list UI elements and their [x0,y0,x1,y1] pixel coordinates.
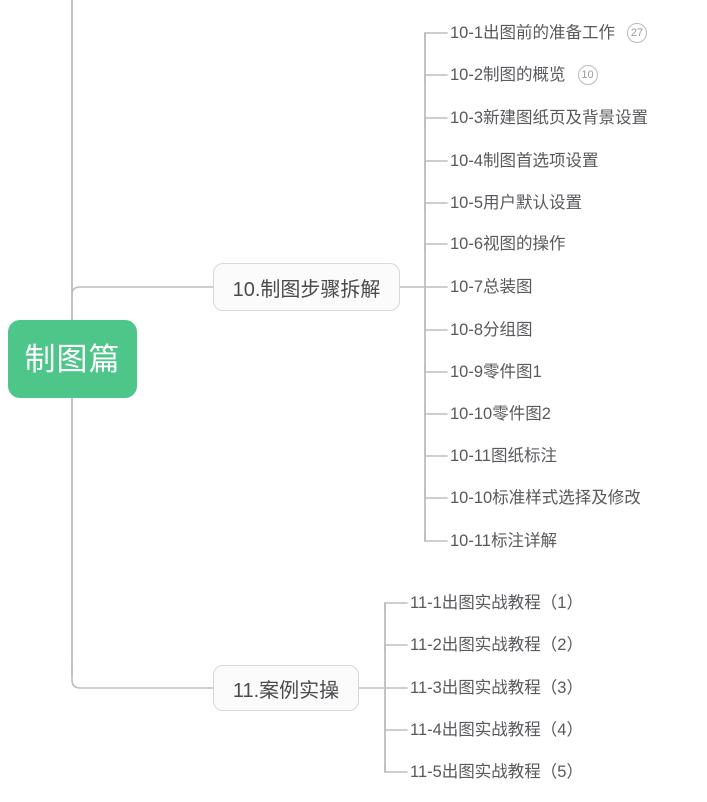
leaf-connector-1-4 [424,160,448,170]
leaf-node[interactable]: 10-1出图前的准备工作 27 [450,21,648,45]
leaf-connector-1-5 [424,202,448,212]
leaf-node[interactable]: 11-3出图实战教程（3） [410,676,583,700]
leaf-node[interactable]: 10-8分组图 [450,318,533,342]
leaf-label: 10-11标注详解 [450,531,557,550]
leaf-connector-1-8 [424,321,448,331]
leaf-node[interactable]: 11-1出图实战教程（1） [410,591,583,615]
leaf-label: 11-3出图实战教程（3） [410,678,583,697]
leaf-node[interactable]: 10-3新建图纸页及背景设置 [450,106,648,130]
topic-node-10-label: 10.制图步骤拆解 [232,278,381,301]
leaf-count-badge: 10 [577,65,598,85]
leaf-connector-1-6 [424,243,448,253]
leaf-label: 10-8分组图 [450,320,533,339]
leaf-count-badge: 27 [627,23,648,43]
leaf-label: 10-10标准样式选择及修改 [450,488,641,507]
leaf-connector-1-13 [424,532,448,542]
leaf-label: 11-4出图实战教程（4） [410,720,583,739]
connector-root-to-topic-1 [71,286,214,301]
leaf-label: 11-1出图实战教程（1） [410,593,583,612]
leaf-label: 10-3新建图纸页及背景设置 [450,108,649,127]
leaf-connector-1-3 [424,117,448,127]
root-node-label: 制图篇 [24,341,121,377]
leaf-node[interactable]: 10-4制图首选项设置 [450,149,599,173]
leaf-label: 10-5用户默认设置 [450,193,583,212]
leaf-label: 10-10零件图2 [450,404,551,423]
leaf-node[interactable]: 10-9零件图1 [450,360,542,384]
leaf-node[interactable]: 11-4出图实战教程（4） [410,718,583,742]
leaf-connector-1-1 [424,32,448,42]
leaf-node[interactable]: 11-2出图实战教程（2） [410,633,583,657]
leaf-connector-2-1 [384,602,408,612]
leaf-connector-1-11 [424,447,448,457]
leaf-label: 11-5出图实战教程（5） [410,762,583,781]
leaf-connector-1-12 [424,489,448,499]
leaf-node[interactable]: 10-5用户默认设置 [450,191,582,215]
leaf-label: 10-11图纸标注 [450,446,557,465]
leaf-node[interactable]: 10-2制图的概览 10 [450,63,598,87]
leaf-node[interactable]: 10-10零件图2 [450,402,551,426]
leaf-node[interactable]: 10-11标注详解 [450,529,557,553]
leaf-label: 10-9零件图1 [450,362,542,381]
leaf-node[interactable]: 10-6视图的操作 [450,232,566,256]
leaf-connector-1-2 [424,74,448,84]
leaf-label: 10-6视图的操作 [450,234,566,253]
leaf-node[interactable]: 11-5出图实战教程（5） [410,760,583,784]
leaf-connector-1-10 [424,405,448,415]
leaf-label: 10-1出图前的准备工作 [450,23,616,42]
leaf-connector-1-9 [424,363,448,373]
leaf-node[interactable]: 10-11图纸标注 [450,444,557,468]
topic-node-11[interactable]: 11.案例实操 [213,665,359,711]
topic-node-11-label: 11.案例实操 [232,679,340,702]
leaf-label: 10-7总装图 [450,277,533,296]
leaf-connector-2-2 [384,644,408,654]
leaf-label: 10-2制图的概览 [450,65,566,84]
leaf-label: 10-4制图首选项设置 [450,151,599,170]
connector-root-to-topic-2 [71,659,214,689]
leaf-connector-2-4 [384,721,408,731]
leaf-connector-2-5 [384,763,408,773]
leaf-node[interactable]: 10-7总装图 [450,275,533,299]
topic-node-10[interactable]: 10.制图步骤拆解 [213,263,400,311]
leaf-node[interactable]: 10-10标准样式选择及修改 [450,486,641,510]
leaf-label: 11-2出图实战教程（2） [410,635,583,654]
root-node[interactable]: 制图篇 [8,320,137,398]
